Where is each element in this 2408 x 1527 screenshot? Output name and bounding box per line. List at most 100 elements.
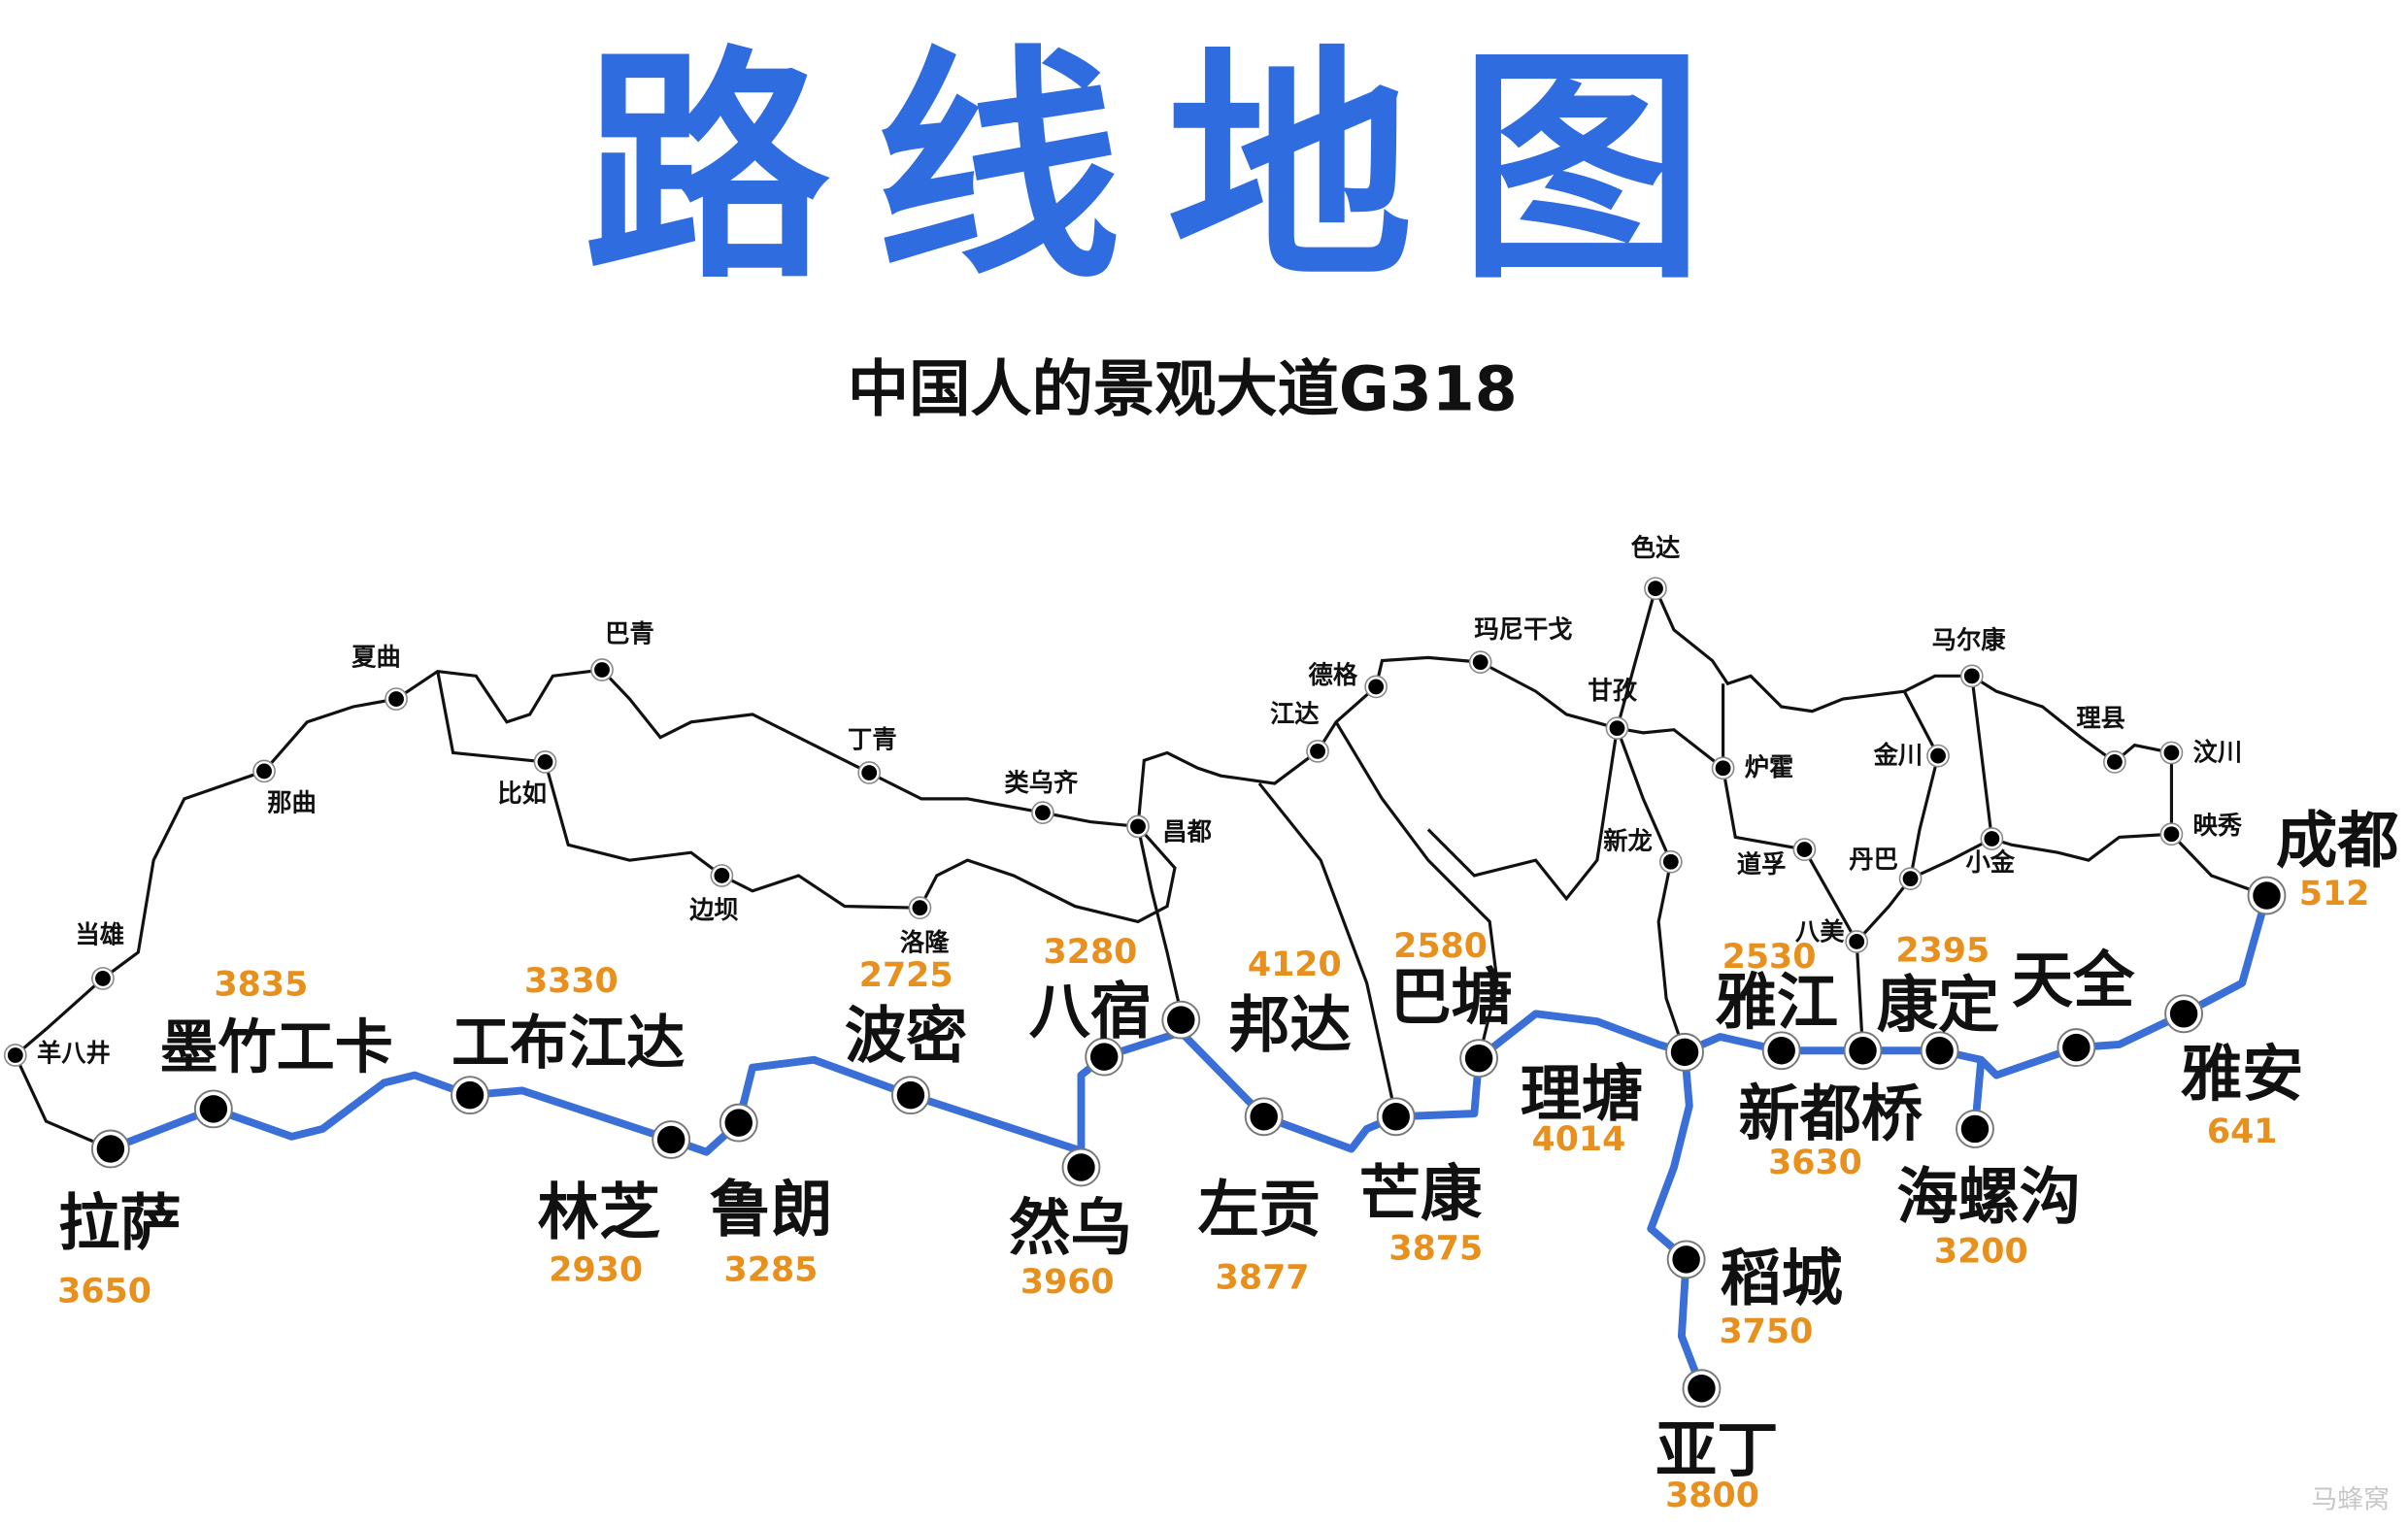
stop-name: 邦达 <box>1228 989 1352 1061</box>
stop-dot <box>1849 1037 1877 1065</box>
route-stop: 天全 <box>2012 945 2135 1068</box>
town-marker: 比如 <box>497 750 557 808</box>
stop-dot <box>656 1125 686 1154</box>
town-dot <box>1963 668 1980 684</box>
town-label: 甘孜 <box>1588 676 1637 705</box>
town-label: 巴青 <box>605 619 654 648</box>
town-marker: 小金 <box>1965 827 2016 877</box>
town-label: 德格 <box>1309 660 1358 689</box>
stop-name: 鲁朗 <box>710 1173 833 1245</box>
town-dot <box>1472 654 1488 671</box>
town-label: 那曲 <box>267 788 317 817</box>
town-dot <box>594 662 610 678</box>
map-title: 路线地图 <box>584 22 1751 312</box>
town-marker: 丹巴 <box>1849 845 1923 890</box>
stop-name: 康定 <box>1877 969 2000 1041</box>
town-label: 马尔康 <box>1932 625 2007 654</box>
stop-dot <box>2062 1033 2090 1062</box>
route-stop: 墨竹工卡 3835 <box>160 965 393 1129</box>
stop-elevation: 3835 <box>214 965 308 1004</box>
town-dot <box>388 691 404 707</box>
town-marker: 夏曲 <box>351 642 408 711</box>
stop-name: 拉萨 <box>58 1187 182 1259</box>
g318-route-branch <box>1978 894 2271 1079</box>
stop-name: 亚丁 <box>1656 1414 1779 1486</box>
stop-name: 林芝 <box>538 1176 661 1247</box>
town-label: 夏曲 <box>351 642 401 671</box>
road-line <box>1334 720 1499 1059</box>
town-marker: 道孚 <box>1737 838 1817 879</box>
stop-name: 天全 <box>2012 945 2135 1016</box>
town-label: 洛隆 <box>900 927 950 956</box>
stop-elevation: 2725 <box>859 956 953 995</box>
town-label: 小金 <box>1965 847 2015 877</box>
town-dot <box>256 763 272 780</box>
stop-dot <box>1925 1037 1954 1065</box>
stop-dot <box>96 1135 125 1163</box>
stop-dot <box>1250 1103 1278 1131</box>
town-label: 边坝 <box>689 895 739 924</box>
town-marker: 八美 <box>1795 916 1869 953</box>
stop-name: 稻城 <box>1720 1242 1843 1313</box>
town-marker: 那曲 <box>252 759 317 817</box>
road-line <box>1136 826 1185 1020</box>
stop-name: 雅江 <box>1716 966 1839 1038</box>
town-dot <box>1984 831 2000 846</box>
stop-name: 巴塘 <box>1389 961 1513 1033</box>
stop-elevation: 3630 <box>1768 1144 1862 1182</box>
stop-elevation: 3750 <box>1719 1312 1813 1351</box>
road-line <box>1615 727 1687 1053</box>
stop-dot <box>1167 1006 1195 1034</box>
town-marker: 理县 <box>2076 704 2126 774</box>
town-marker: 新龙 <box>1603 826 1683 874</box>
road-line <box>1615 583 2268 898</box>
road-line <box>1970 676 2172 862</box>
town-dot <box>1715 760 1731 777</box>
town-marker: 昌都 <box>1126 814 1212 846</box>
stop-elevation: 2530 <box>1722 938 1817 977</box>
stop-dot <box>1672 1245 1700 1274</box>
town-label: 映秀 <box>2193 811 2243 840</box>
watermark: 马蜂窝 <box>2311 1485 2390 1515</box>
stop-dot <box>2253 881 2281 910</box>
stop-dot <box>1670 1038 1699 1067</box>
stop-dot <box>724 1109 752 1137</box>
stop-elevation: 3200 <box>1934 1233 2028 1272</box>
town-label: 理县 <box>2076 704 2125 733</box>
stop-elevation: 3875 <box>1388 1229 1483 1268</box>
town-marker: 玛尼干戈 <box>1468 614 1573 674</box>
stop-elevation: 3280 <box>1044 933 1138 972</box>
town-marker: 边坝 <box>689 864 739 924</box>
town-marker: 巴青 <box>590 619 654 681</box>
town-marker: 丁青 <box>848 725 897 784</box>
town-label: 当雄 <box>76 920 125 949</box>
town-dot <box>537 754 553 770</box>
stop-elevation: 3330 <box>524 962 619 1001</box>
stop-dot <box>2169 1000 2198 1028</box>
road-line <box>13 668 1139 1150</box>
stop-dot <box>1688 1374 1716 1403</box>
town-label: 丁青 <box>848 725 897 754</box>
town-dot <box>714 868 730 883</box>
town-label: 比如 <box>497 779 547 808</box>
stop-name: 墨竹工卡 <box>160 1014 393 1082</box>
town-dot <box>2163 826 2180 843</box>
stop-elevation: 512 <box>2299 875 2370 913</box>
town-marker: 羊八井 <box>3 1038 111 1067</box>
map-subtitle: 中国人的景观大道G318 <box>848 353 1518 425</box>
town-label: 玛尼干戈 <box>1474 614 1572 644</box>
town-dot <box>95 971 111 986</box>
town-marker: 当雄 <box>76 920 125 990</box>
town-dot <box>912 900 928 916</box>
town-dot <box>1930 747 1946 764</box>
town-label: 羊八井 <box>37 1038 111 1067</box>
